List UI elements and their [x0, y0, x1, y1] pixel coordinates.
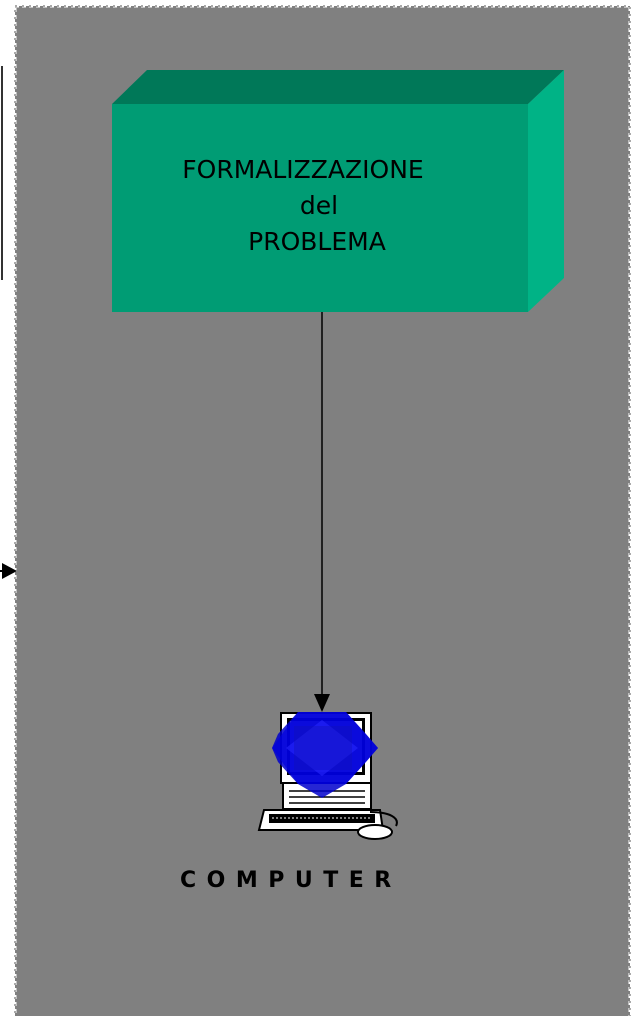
box-side-face — [528, 70, 564, 312]
box-to-computer-arrowhead — [314, 694, 330, 712]
box-top-face — [112, 70, 564, 104]
mouse-cable — [369, 811, 398, 827]
panel-dashed-border-inner — [14, 5, 631, 1016]
formalizzazione-box — [112, 104, 528, 312]
box-label-line-2: del — [299, 191, 339, 220]
computer-label: COMPUTER — [180, 868, 402, 893]
box-label-line-1: FORMALIZZAZIONE — [182, 155, 424, 184]
formalizzazione-box-label: FORMALIZZAZIONE del PROBLEMA — [112, 152, 528, 312]
incoming-arrowhead — [2, 563, 17, 579]
mouse — [357, 824, 393, 840]
box-label-line-3: PROBLEMA — [248, 227, 386, 256]
blue-diamond-icon — [272, 712, 378, 798]
